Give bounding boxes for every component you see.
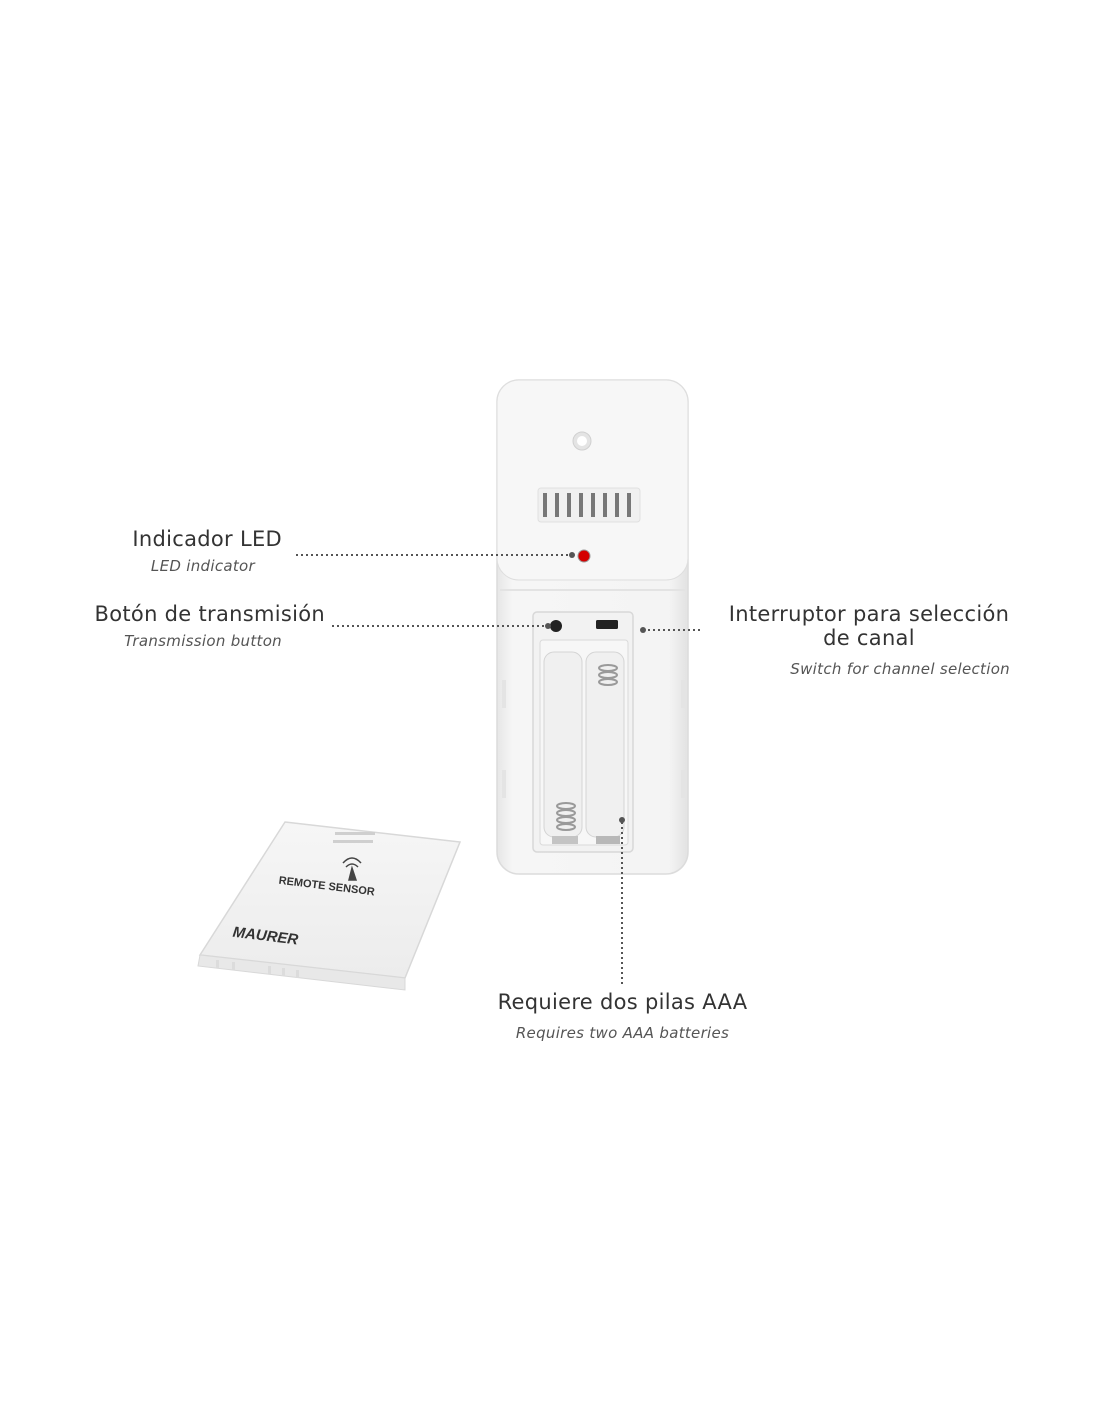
battery-spring-icon [556, 664, 618, 831]
transmission-button-icon [550, 620, 562, 632]
led-label-en: LED indicator [150, 557, 255, 575]
channel-label-line1: Interruptor para selección [728, 602, 1010, 626]
transmit-label: Botón de transmisión [94, 602, 325, 626]
led-label: Indicador LED [132, 527, 282, 551]
led-indicator [577, 549, 591, 563]
channel-label-line2: de canal [823, 626, 915, 650]
vent-slots [537, 487, 641, 523]
battery-cover: REMOTE SENSOR MAURER [197, 821, 462, 991]
transmit-label-en: Transmission button [124, 632, 282, 650]
batteries-label: Requiere dos pilas AAA [497, 990, 748, 1014]
battery-compartment [532, 611, 634, 853]
signal-icon [342, 857, 362, 881]
batteries-label-en: Requires two AAA batteries [515, 1024, 730, 1042]
channel-switch-icon [596, 620, 618, 629]
channel-label-en: Switch for channel selection [790, 660, 1010, 678]
